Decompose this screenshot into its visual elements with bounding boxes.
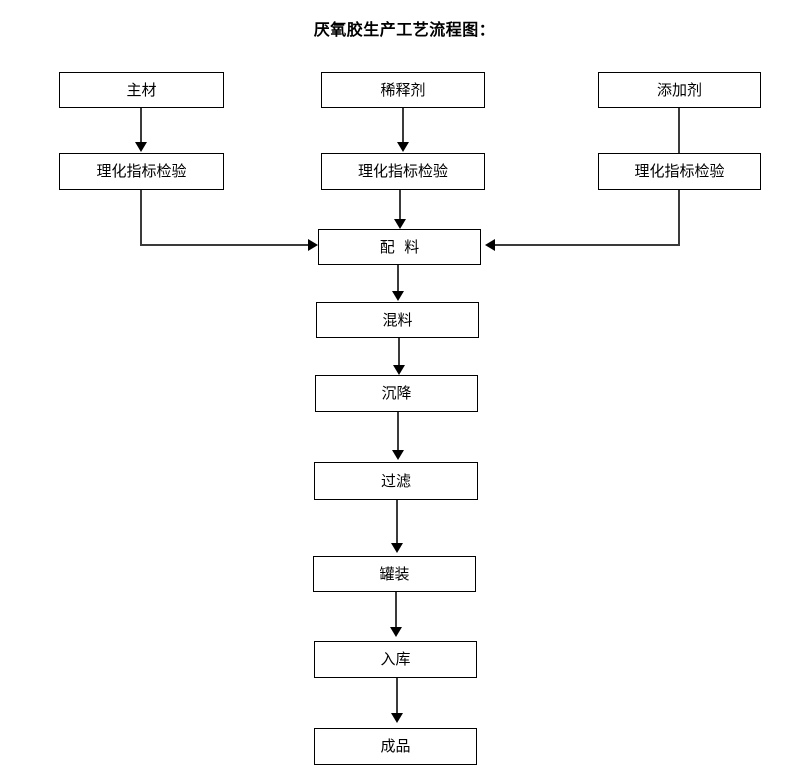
- node-warehousing[interactable]: 入库: [314, 641, 477, 678]
- arrowhead-mixing-to-settling: [393, 365, 405, 375]
- node-batching[interactable]: 配 料: [318, 229, 481, 265]
- arrowhead-inspect-center-to-batching: [394, 219, 406, 229]
- edge-inspect-left-to-batching-vertical: [140, 190, 142, 246]
- node-main-material[interactable]: 主材: [59, 72, 224, 108]
- arrowhead-settling-to-filtering: [392, 450, 404, 460]
- arrowhead-diluent-to-inspect-center: [397, 142, 409, 152]
- edge-settling-to-filtering: [397, 412, 399, 452]
- edge-inspect-right-to-batching-horizontal: [495, 244, 680, 246]
- edge-filling-to-warehousing: [395, 592, 397, 630]
- edge-diluent-to-inspect-center: [402, 108, 404, 144]
- node-settling[interactable]: 沉降: [315, 375, 478, 412]
- edge-main-material-to-inspect-left: [140, 108, 142, 144]
- edge-inspect-left-to-batching-horizontal: [140, 244, 310, 246]
- node-finished-product[interactable]: 成品: [314, 728, 477, 765]
- node-additive[interactable]: 添加剂: [598, 72, 761, 108]
- node-diluent[interactable]: 稀释剂: [321, 72, 485, 108]
- arrowhead-filling-to-warehousing: [390, 627, 402, 637]
- edge-warehousing-to-finished-product: [396, 678, 398, 716]
- node-inspect-left[interactable]: 理化指标检验: [59, 153, 224, 190]
- arrowhead-batching-to-mixing: [392, 291, 404, 301]
- arrowhead-warehousing-to-finished-product: [391, 713, 403, 723]
- arrowhead-filtering-to-filling: [391, 543, 403, 553]
- node-inspect-center[interactable]: 理化指标检验: [321, 153, 485, 190]
- edge-inspect-right-to-batching-vertical: [678, 190, 680, 246]
- node-mixing[interactable]: 混料: [316, 302, 479, 338]
- arrowhead-inspect-left-to-batching: [308, 239, 318, 251]
- edge-filtering-to-filling: [396, 500, 398, 546]
- edge-inspect-center-to-batching: [399, 190, 401, 222]
- node-inspect-right[interactable]: 理化指标检验: [598, 153, 761, 190]
- edge-batching-to-mixing: [397, 265, 399, 293]
- edge-additive-to-inspect-right: [678, 108, 680, 153]
- node-filling[interactable]: 罐装: [313, 556, 476, 592]
- page-title: 厌氧胶生产工艺流程图：: [313, 20, 496, 39]
- edge-mixing-to-settling: [398, 338, 400, 368]
- arrowhead-inspect-right-to-batching: [485, 239, 495, 251]
- arrowhead-main-material-to-inspect-left: [135, 142, 147, 152]
- node-filtering[interactable]: 过滤: [314, 462, 478, 500]
